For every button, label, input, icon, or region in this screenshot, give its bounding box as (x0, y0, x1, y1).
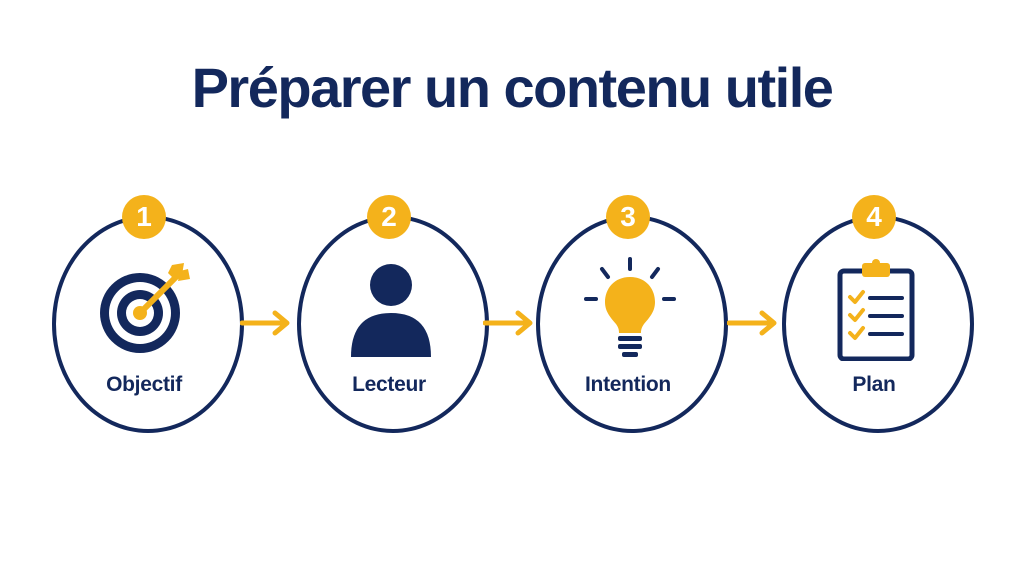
step-number-badge: 2 (367, 195, 411, 239)
step-number-badge: 1 (122, 195, 166, 239)
arrow-right-icon (727, 310, 777, 336)
target-icon (100, 263, 190, 353)
step-label: Plan (852, 373, 896, 396)
step-number-badge: 4 (852, 195, 896, 239)
step-plan: 4 Plan (776, 195, 986, 440)
step-objectif: 1 Objectif (46, 195, 256, 440)
arrow-right-icon (483, 310, 533, 336)
lightbulb-icon (584, 257, 676, 357)
page-title: Préparer un contenu utile (191, 56, 834, 119)
step-label: Objectif (106, 373, 182, 396)
step-number-badge: 3 (606, 195, 650, 239)
step-intention: 3 Intention (530, 195, 740, 440)
step-label: Intention (585, 373, 671, 396)
person-icon (351, 264, 431, 357)
arrow-right-icon (240, 310, 290, 336)
checklist-clipboard-icon (837, 259, 915, 361)
step-label: Lecteur (352, 373, 426, 396)
step-lecteur: 2 Lecteur (291, 195, 501, 440)
